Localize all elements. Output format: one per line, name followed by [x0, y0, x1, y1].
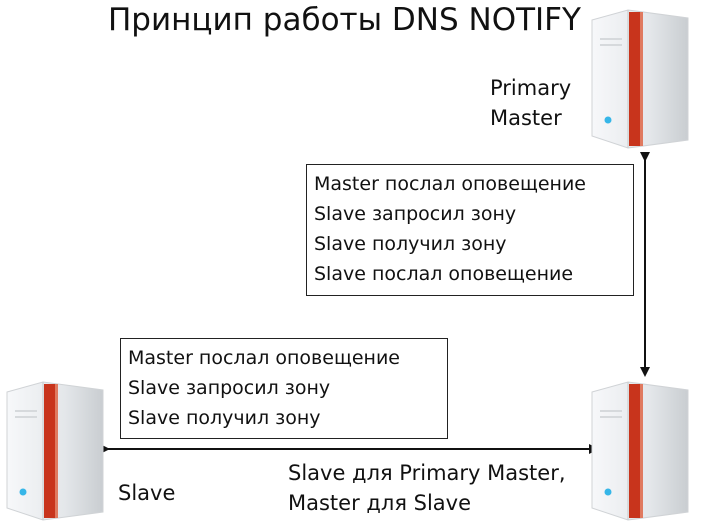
box-bottom-line: Slave получил зону	[128, 407, 321, 429]
slave-label: Slave	[118, 481, 176, 505]
middle-label-line1: Slave для Primary Master,	[288, 461, 566, 485]
slave-server-icon	[6, 381, 104, 521]
primary-master-label: Primary Master	[490, 73, 571, 133]
primary-label-line2: Master	[490, 106, 562, 130]
notify-box-middle-to-slave: Master послал оповещение Slave запросил …	[120, 338, 448, 439]
box-bottom-line: Slave запросил зону	[128, 377, 331, 399]
primary-master-server-icon	[591, 9, 689, 149]
box-top-line: Slave запросил зону	[314, 203, 517, 225]
middle-label-line2: Master для Slave	[288, 491, 472, 515]
diagram-title: Принцип работы DNS NOTIFY	[108, 2, 581, 38]
middle-server-icon	[591, 381, 689, 521]
notify-box-primary-to-middle: Master послал оповещение Slave запросил …	[306, 164, 634, 296]
box-top-line: Slave получил зону	[314, 233, 507, 255]
middle-server-label: Slave для Primary Master, Master для Sla…	[288, 458, 566, 518]
box-top-line: Slave послал оповещение	[314, 263, 574, 285]
primary-label-line1: Primary	[490, 76, 572, 100]
box-top-line: Master послал оповещение	[314, 173, 586, 195]
box-bottom-line: Master послал оповещение	[128, 347, 400, 369]
